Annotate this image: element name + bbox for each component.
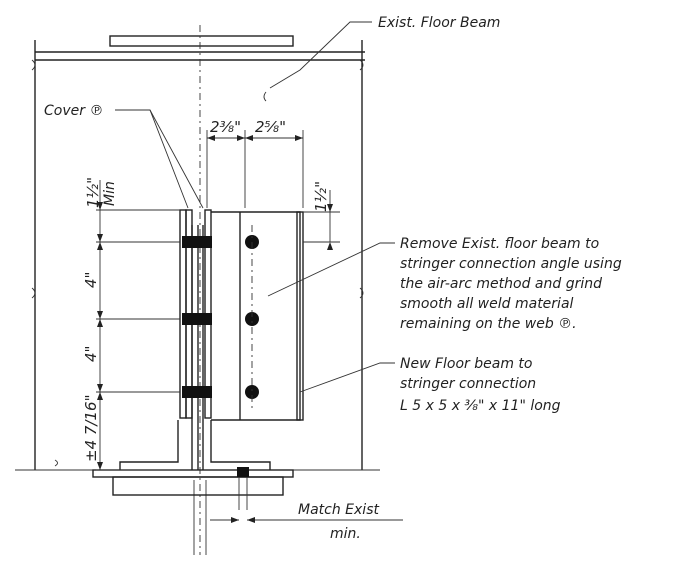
break-mark-right-2 — [359, 287, 364, 299]
label-match-exist: Match Exist — [298, 502, 379, 518]
label-min: min. — [330, 526, 361, 542]
leader-cover-plate-1 — [115, 109, 189, 209]
remove-note-line-2: stringer connection angle using — [400, 256, 622, 272]
new-note-line-1: New Floor beam to — [400, 356, 533, 372]
leader-remove — [267, 242, 395, 297]
dim-top-left: 2⅜" — [210, 118, 241, 136]
dim-top-min-word: Min — [102, 181, 118, 206]
bolt-hole-2 — [245, 312, 259, 326]
break-mark-left — [31, 59, 36, 71]
bolt-row-1 — [182, 236, 212, 248]
beam-top-flange — [109, 35, 294, 47]
leader-floor-beam — [269, 21, 372, 89]
angle-outstanding-leg — [296, 211, 304, 421]
stringer-flange-top — [92, 469, 294, 478]
bottom-bolt — [237, 467, 249, 477]
stringer-flange-plate — [112, 476, 284, 496]
dim-right-edge: 1½" — [312, 181, 330, 212]
new-note-line-2: stringer connection — [400, 376, 536, 392]
dim-top-right: 2⅝" — [255, 118, 286, 136]
break-mark-bottom — [54, 459, 58, 467]
bolt-row-2 — [182, 313, 212, 325]
dim-spacing-2: 4" — [82, 346, 100, 362]
remove-note-line-5: remaining on the web ℗. — [400, 316, 577, 332]
bolt-row-3 — [182, 386, 212, 398]
new-note-line-3: L 5 x 5 x ⅜" x 11" long — [400, 398, 561, 414]
dim-bottom: ±4 7/16" — [82, 395, 100, 462]
break-mark-right — [359, 59, 364, 71]
connection-angle-outline — [211, 211, 301, 421]
remove-note-line-3: the air-arc method and grind — [400, 276, 602, 292]
dim-spacing-1: 4" — [82, 272, 100, 288]
label-cover-plate: Cover ℗ — [44, 103, 103, 119]
bolt-hole-3 — [245, 385, 259, 399]
remove-note-line-4: smooth all weld material — [400, 296, 574, 312]
break-mark-left-2 — [31, 287, 36, 299]
leader-new — [299, 362, 395, 393]
remove-note-line-1: Remove Exist. floor beam to — [400, 236, 599, 252]
dim-top-min: 1½" — [84, 177, 102, 208]
label-exist-floor-beam: Exist. Floor Beam — [378, 15, 500, 31]
leader-cover-plate-2 — [149, 109, 204, 209]
